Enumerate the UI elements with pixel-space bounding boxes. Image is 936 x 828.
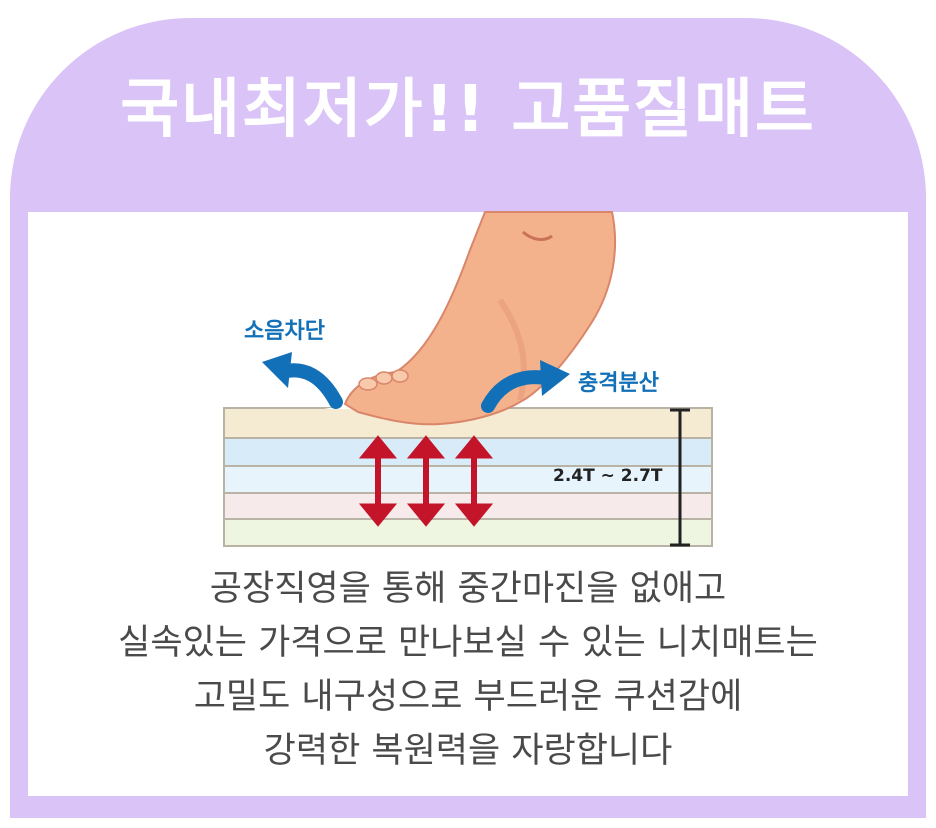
noise-block-label: 소음차단: [244, 319, 325, 344]
red-double-arrow: [454, 435, 494, 527]
thickness-label: 2.4T ~ 2.7T: [553, 466, 663, 486]
impact-dispersion-label: 충격분산: [578, 371, 659, 396]
page-title: 국내최저가!! 고품질매트: [120, 73, 816, 147]
thickness-bracket: [670, 408, 690, 547]
mat-illustration: [223, 211, 713, 547]
blue-curved-arrow-left: [262, 352, 343, 409]
foot-illustration: [343, 211, 617, 426]
mat-layer-green: [223, 518, 713, 547]
description-line: 실속있는 가격으로 만나보실 수 있는 니치매트는: [118, 623, 818, 663]
red-double-arrow: [406, 435, 446, 527]
red-double-arrow: [358, 435, 398, 527]
description-line: 강력한 복원력을 자랑합니다: [263, 731, 673, 771]
description: 공장직영을 통해 중간마진을 없애고 실속있는 가격으로 만나보실 수 있는 니…: [0, 562, 936, 778]
description-line: 공장직영을 통해 중간마진을 없애고: [209, 569, 727, 609]
description-line: 고밀도 내구성으로 부드러운 쿠션감에: [193, 677, 743, 717]
blue-curved-arrow-right: [481, 360, 570, 413]
